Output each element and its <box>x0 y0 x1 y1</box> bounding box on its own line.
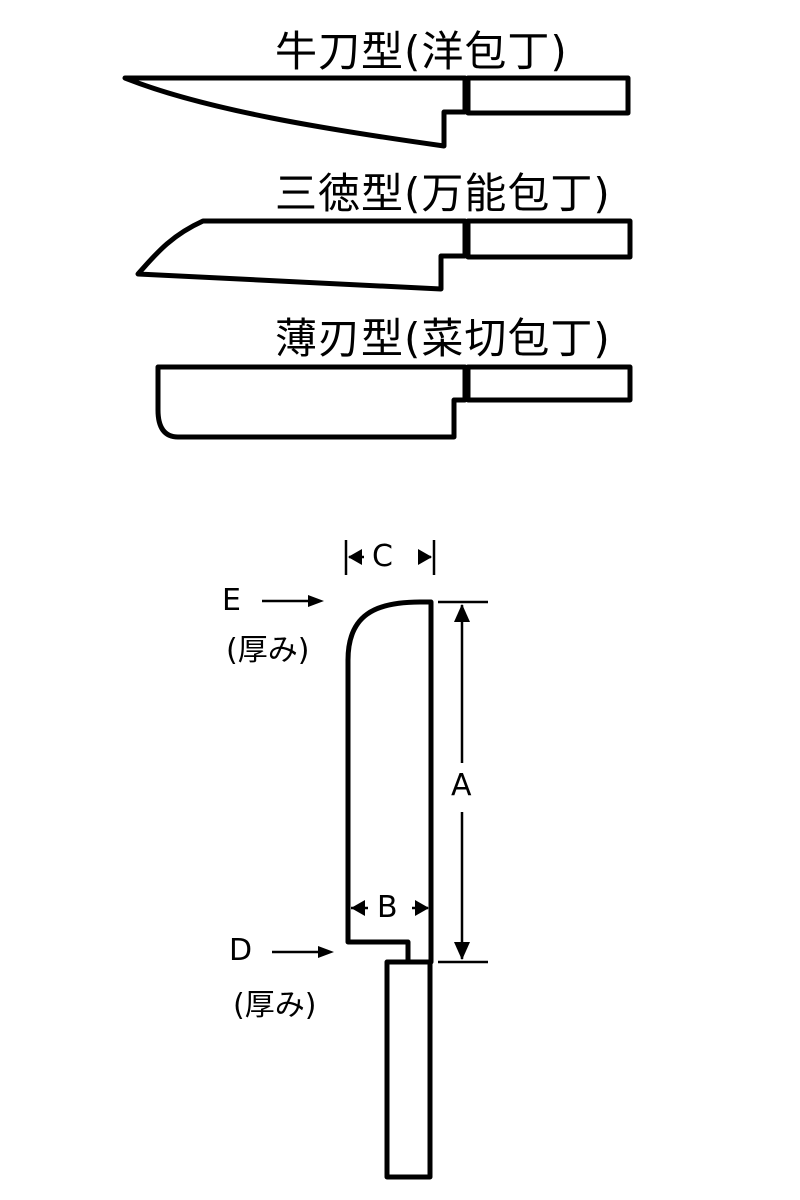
label-d-thickness: (厚み) <box>233 988 317 1023</box>
gyuto-handle <box>465 75 631 116</box>
santoku-knife-drawing <box>135 218 633 292</box>
santoku-blade <box>135 218 468 292</box>
usuba-blade <box>155 364 468 440</box>
gyuto-blade <box>122 75 468 149</box>
dimension-c-arrow <box>344 540 436 575</box>
dimension-a-label: A <box>451 768 472 803</box>
label-e-thickness: (厚み) <box>226 633 310 668</box>
usuba-knife-drawing <box>155 364 633 440</box>
e-pointer-arrow <box>262 595 324 607</box>
dimension-c-label: C <box>372 539 393 574</box>
gyuto-knife-drawing <box>122 75 631 149</box>
dimension-a-arrow <box>438 600 488 964</box>
usuba-handle <box>465 364 633 403</box>
dimension-knife-drawing <box>345 599 434 1180</box>
santoku-title: 三徳型(万能包丁) <box>275 169 611 218</box>
d-pointer-arrow <box>272 946 334 958</box>
santoku-handle <box>465 218 633 260</box>
label-d: D <box>229 933 253 968</box>
label-e: E <box>222 583 241 618</box>
gyuto-title: 牛刀型(洋包丁) <box>275 27 568 76</box>
dimension-blade <box>345 599 434 965</box>
dimension-handle <box>384 959 433 1180</box>
usuba-title: 薄刃型(菜切包丁) <box>275 314 611 363</box>
dimension-b-arrow <box>351 900 429 916</box>
dimension-b-label: B <box>377 890 398 925</box>
